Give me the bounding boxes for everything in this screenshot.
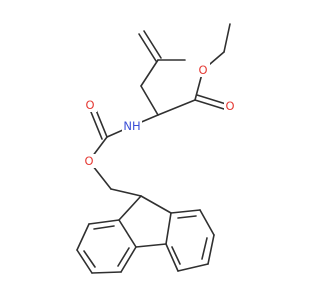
bond-c8a-c4b xyxy=(118,219,137,248)
bond-c3-c4 xyxy=(177,263,209,272)
atom-label-nh: NH xyxy=(123,119,140,133)
bond-ch2-alpha xyxy=(140,85,159,116)
structure-canvas: O O NH O O xyxy=(76,23,237,274)
atom-label-o: O xyxy=(84,154,93,168)
bond-c8a-c8 xyxy=(88,219,120,225)
bond-c9-c9a xyxy=(140,195,172,214)
skeletal-formula: O O NH O O xyxy=(76,23,237,274)
bond-inner-left-a xyxy=(93,225,115,230)
bond-carbamate-co-b xyxy=(90,111,103,140)
bond-inner-right-a xyxy=(177,215,197,219)
bond-inner-left-c xyxy=(117,247,130,267)
atom-labels: O O NH O O xyxy=(83,63,237,168)
fluorene-ring-system xyxy=(76,195,215,274)
bond-c6-c5 xyxy=(91,271,122,274)
atom-carbamate-carbonyl-oxygen: O xyxy=(84,98,97,112)
bond-c9a-c4a xyxy=(165,212,172,245)
bond-allyl-ch2 xyxy=(140,59,159,87)
bond-c7-c6 xyxy=(76,249,93,274)
bond-inner-right-c xyxy=(171,246,181,265)
bonds-carbamate xyxy=(88,109,142,197)
bond-vinyl-double-b xyxy=(143,30,162,59)
bond-c1-c2 xyxy=(199,209,215,236)
bond-c4-c4a xyxy=(165,243,179,272)
atom-amide-nitrogen: NH xyxy=(122,119,142,133)
bonds-side-chain xyxy=(131,23,231,127)
bond-ester-co-a xyxy=(194,99,225,110)
atom-label-o: O xyxy=(198,63,207,77)
bond-ester-co-b xyxy=(196,94,227,105)
bond-c4b-c4a xyxy=(135,243,167,248)
bond-c9a-c1 xyxy=(170,209,201,214)
bond-c5-c4b xyxy=(120,246,137,273)
atom-ester-carbonyl-oxygen: O xyxy=(224,99,237,113)
bond-inner-right-b xyxy=(201,237,208,260)
bond-c8-c7 xyxy=(76,223,90,251)
bond-c9-c8a xyxy=(118,195,142,221)
bond-ethyl xyxy=(223,23,231,53)
bond-ch2-c9 xyxy=(110,188,142,197)
atom-label-o: O xyxy=(85,98,94,112)
bond-alpha-carbonyl xyxy=(157,99,196,116)
bond-carbamate-co-a xyxy=(95,109,108,138)
bond-vinyl-double-a xyxy=(138,33,157,62)
bond-c2-c3 xyxy=(207,234,215,265)
atom-carbamate-alkoxy-oxygen: O xyxy=(83,154,96,168)
atom-ester-alkoxy-oxygen: O xyxy=(197,63,210,77)
atom-label-o: O xyxy=(225,99,234,113)
bond-inner-left-b xyxy=(83,250,96,268)
